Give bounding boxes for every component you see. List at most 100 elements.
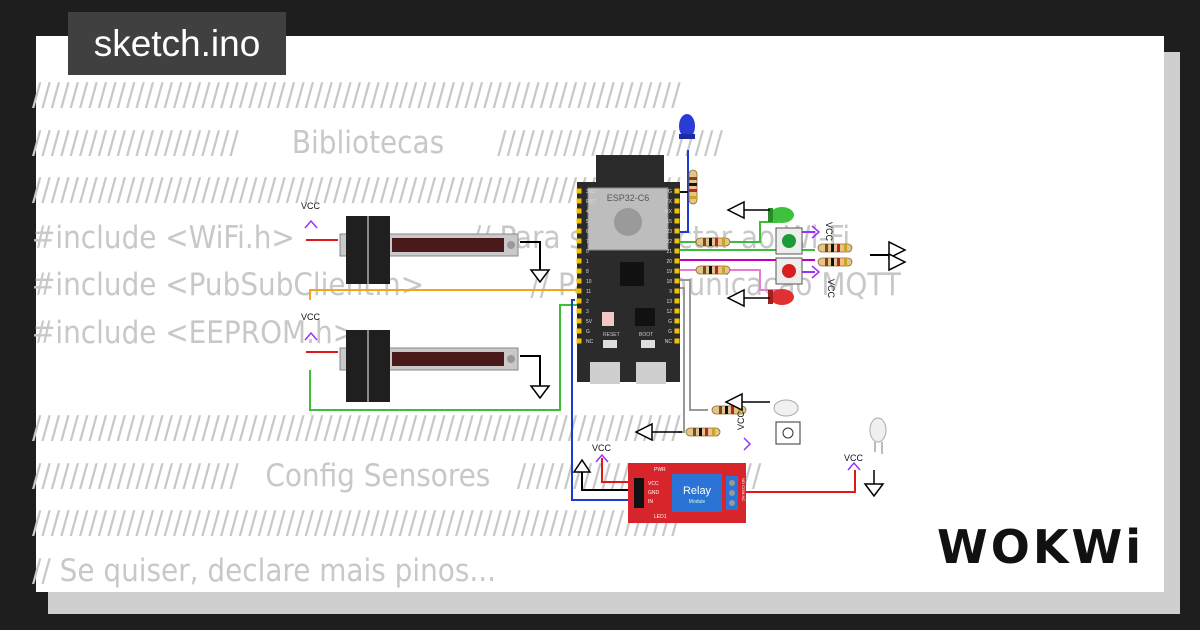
code-line: // Se quiser, declare mais pinos... [32, 552, 496, 589]
ground-symbol [530, 255, 550, 283]
code-line: ////////////////////////////////////////… [32, 172, 681, 209]
resistor-blue-led [688, 169, 698, 205]
relay-led-pwr: PWR [654, 467, 666, 473]
vcc-labels: VCC VCC VCC VCC VCC VCC VCC [301, 201, 864, 463]
pin-pad[interactable] [674, 278, 680, 284]
pin-label: RX [665, 209, 673, 215]
pin-pad[interactable] [576, 318, 582, 324]
pin-pad[interactable] [674, 218, 680, 224]
pin-label: 8 [586, 269, 589, 275]
board-label: ESP32-C6 [607, 193, 650, 203]
pin-pad[interactable] [576, 308, 582, 314]
pin-pad[interactable] [674, 258, 680, 264]
pin-label: 15 [666, 219, 672, 225]
file-name-tab[interactable]: sketch.ino [68, 12, 286, 75]
pin-pad[interactable] [674, 198, 680, 204]
pin-label: 19 [666, 269, 672, 275]
pin-pad[interactable] [576, 338, 582, 344]
pin-pad[interactable] [674, 308, 680, 314]
reset-button[interactable] [603, 340, 617, 348]
pin-label: G [668, 319, 672, 325]
relay-subtitle: Module [689, 499, 706, 505]
vcc-label: VCC [736, 410, 746, 430]
pin-label: G [586, 329, 590, 335]
pin-label: 5 [586, 219, 589, 225]
pin-label: 1 [586, 259, 589, 265]
pin-label: 12 [666, 309, 672, 315]
code-line: ////////////////////////////////////////… [32, 505, 681, 542]
led-green [768, 207, 794, 223]
vcc-label: VCC [301, 312, 321, 322]
relay-pin-gnd: GND [648, 490, 660, 496]
pushbutton-green[interactable] [775, 227, 803, 255]
code-line: #include <WiFi.h> // Para se conectar ao… [32, 219, 851, 256]
wokwi-logo: WOKWi [937, 520, 1144, 574]
pin-pad[interactable] [576, 298, 582, 304]
pin-label: 6 [586, 229, 589, 235]
pin-label: NC [665, 339, 673, 345]
resistor-sensor [685, 427, 721, 437]
pin-pad[interactable] [674, 338, 680, 344]
relay-pin-vcc: VCC [648, 481, 659, 487]
pin-pad[interactable] [576, 278, 582, 284]
pin-pad[interactable] [576, 228, 582, 234]
pin-label: 10 [586, 279, 592, 285]
pin-pad[interactable] [674, 328, 680, 334]
pin-pad[interactable] [576, 268, 582, 274]
code-line: ////////////////////// Bibliotecas /////… [32, 124, 723, 161]
esp32-c6-board[interactable]: ESP32-C6 RESET BOOT 3V3RST45670181011235… [576, 155, 681, 384]
pin-pad[interactable] [674, 318, 680, 324]
pin-label: 3V3 [586, 189, 595, 195]
pin-pad[interactable] [576, 198, 582, 204]
wires [306, 150, 890, 501]
pin-pad[interactable] [674, 228, 680, 234]
pin-label: 9 [669, 289, 672, 295]
pin-label: G [668, 329, 672, 335]
pin-pad[interactable] [576, 258, 582, 264]
pin-pad[interactable] [576, 188, 582, 194]
pin-pad[interactable] [674, 248, 680, 254]
led-white-1 [773, 399, 799, 417]
pin-label: TX [666, 199, 673, 205]
pin-pad[interactable] [674, 238, 680, 244]
vcc-symbols [304, 219, 861, 471]
relay-pin-in: IN [648, 499, 653, 505]
pin-label: 22 [666, 239, 672, 245]
pin-pad[interactable] [674, 208, 680, 214]
pin-pad[interactable] [576, 238, 582, 244]
relay-module[interactable]: VCC GND IN PWR LED1 Relay Module NO COM … [628, 463, 746, 523]
pin-pad[interactable] [674, 298, 680, 304]
pin-pad[interactable] [576, 328, 582, 334]
pin-pad[interactable] [576, 208, 582, 214]
led-blue [679, 114, 695, 139]
pin-pad[interactable] [674, 268, 680, 274]
pin-pad[interactable] [674, 288, 680, 294]
pin-label: G [668, 189, 672, 195]
boot-button[interactable] [641, 340, 655, 348]
pin-pad[interactable] [576, 288, 582, 294]
pin-pad[interactable] [576, 248, 582, 254]
ground-symbol [530, 371, 550, 399]
slide-potentiometer-2[interactable] [339, 330, 519, 402]
ground-symbol [864, 469, 884, 497]
pin-label: 3 [586, 309, 589, 315]
pin-label: NC [586, 339, 594, 345]
pin-pad[interactable] [674, 188, 680, 194]
pin-pad[interactable] [576, 218, 582, 224]
resistor-red-led [695, 265, 731, 275]
slide-potentiometer-1[interactable] [339, 216, 519, 284]
pin-label: 2 [586, 299, 589, 305]
photo-sensor[interactable] [775, 421, 801, 445]
pin-label: 7 [586, 239, 589, 245]
boot-label: BOOT [639, 332, 653, 338]
pushbutton-red[interactable] [775, 257, 803, 285]
relay-title: Relay [683, 485, 712, 497]
ground-symbol [572, 458, 592, 473]
pin-label: 23 [666, 229, 672, 235]
vcc-label: VCC [826, 279, 836, 299]
pin-label: 4 [586, 209, 589, 215]
pin-label: 5V [586, 319, 593, 325]
vcc-label: VCC [301, 201, 321, 211]
